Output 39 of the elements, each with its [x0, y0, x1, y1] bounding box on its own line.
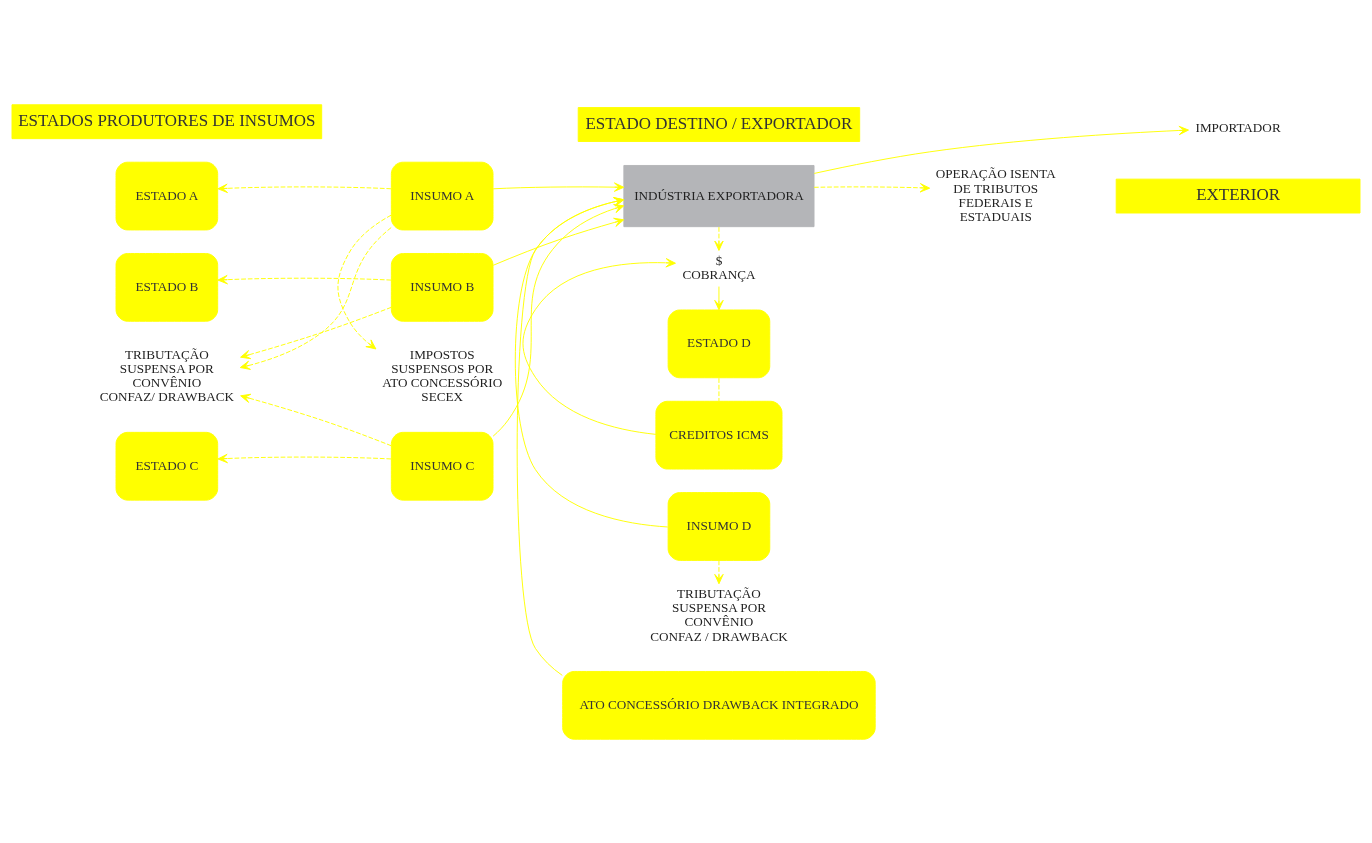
node-text: IMPOSTOS SUSPENSOS POR ATO CONCESSÓRIO SECEX [382, 346, 503, 404]
arrow [217, 453, 392, 463]
arrow [240, 306, 392, 359]
node-box: ESTADO B [115, 252, 219, 322]
node-box: CREDITOS ICMS [655, 400, 783, 470]
arrow [217, 274, 392, 284]
arrow [337, 214, 392, 349]
arrow [522, 257, 676, 435]
arrow [239, 226, 392, 370]
arrow [492, 181, 625, 192]
arrow [240, 393, 392, 446]
arrow [714, 226, 724, 251]
node-box: ESTADO A [115, 161, 219, 230]
node-box: INSUMO C [390, 431, 494, 501]
node-box: ESTADO D [667, 309, 771, 378]
node-box: EXTERIOR [1115, 178, 1361, 213]
arrow [492, 217, 625, 266]
node-box: INSUMO A [390, 161, 494, 230]
node-box: ESTADO C [115, 431, 219, 501]
arrow [714, 285, 724, 310]
arrow [813, 182, 931, 192]
node-box: INSUMO D [667, 491, 771, 561]
arrow [714, 559, 724, 584]
node-text: $ COBRANÇA [682, 252, 756, 282]
arrow [217, 183, 392, 193]
node-text: IMPORTADOR [1195, 119, 1281, 135]
node-box: INDÚSTRIA EXPORTADORA [623, 164, 815, 227]
node-box: INSUMO B [390, 252, 494, 322]
node-box: ATO CONCESSÓRIO DRAWBACK INTEGRADO [562, 670, 876, 740]
node-text: TRIBUTAÇÃO SUSPENSA POR CONVÊNIO CONFAZ / DRAWBACK [650, 585, 788, 644]
node-text: OPERAÇÃO ISENTA DE TRIBUTOS FEDERAIS E ESTADUAIS [935, 165, 1056, 224]
node-box: ESTADOS PRODUTORES DE INSUMOS [11, 103, 323, 139]
arrow [813, 125, 1189, 174]
connector [718, 377, 720, 401]
node-text: TRIBUTAÇÃO SUSPENSA POR CONVÊNIO CONFAZ/ DRAWBACK [99, 346, 234, 404]
node-box: ESTADO DESTINO / EXPORTADOR [577, 106, 861, 142]
arrow [516, 196, 625, 676]
arrow [492, 203, 625, 437]
arrow [514, 196, 669, 527]
